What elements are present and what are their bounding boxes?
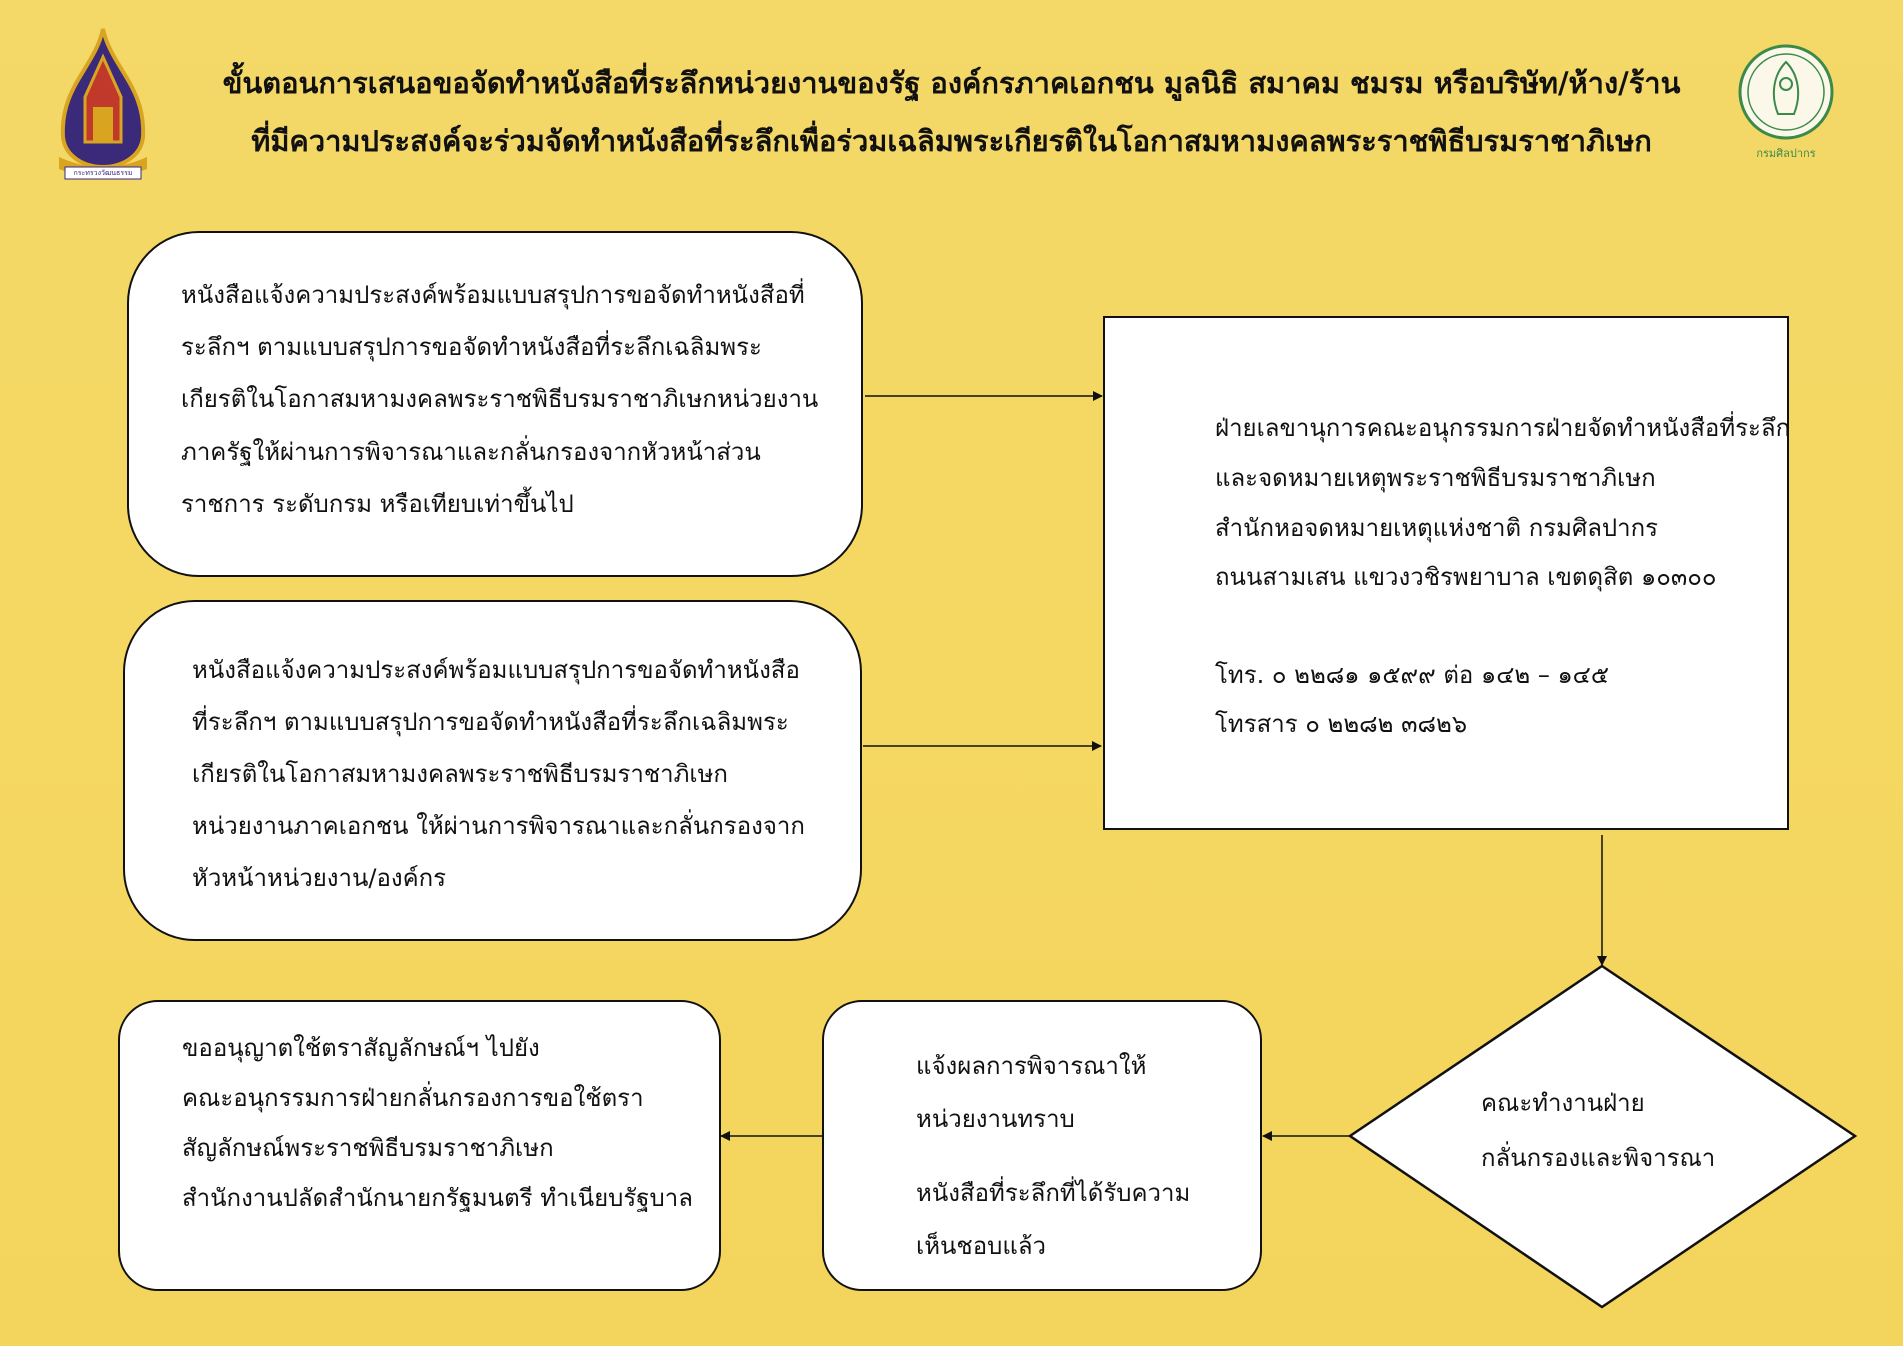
box-text-line: หนังสือที่ระลึกที่ได้รับความ [916,1179,1191,1207]
seal-caption: กรมศิลปากร [1756,147,1816,160]
decision-text-line: กลั่นกรองและพิจารณา [1481,1144,1716,1172]
secretariat-box: ฝ่ายเลขานุการคณะอนุกรรมการฝ่ายจัดทำหนังส… [1103,316,1791,830]
ministry-of-culture-logo: กระทรวงวัฒนธรรม [51,27,155,182]
box-text-line: หน่วยงานทราบ [916,1105,1075,1133]
box-text-line: และจดหมายเหตุพระราชพิธีบรมราชาภิเษก [1215,464,1656,492]
box-text-line: สัญลักษณ์พระราชพิธีบรมราชาภิเษก [182,1134,554,1162]
box-text-line: ขออนุญาตใช้ตราสัญลักษณ์ฯ ไปยัง [182,1034,540,1062]
title-line-1: ขั้นตอนการเสนอขอจัดทำหนังสือที่ระลึกหน่ว… [222,66,1681,100]
box-text-line: แจ้งผลการพิจารณาให้ [916,1052,1147,1080]
emblem-request-box: ขออนุญาตใช้ตราสัญลักษณ์ฯ ไปยัง คณะอนุกรร… [118,1000,721,1291]
box-text-line: สำนักหอจดหมายเหตุแห่งชาติ กรมศิลปากร [1215,514,1659,542]
title-line-2: ที่มีความประสงค์จะร่วมจัดทำหนังสือที่ระล… [251,124,1652,158]
notify-result-box: แจ้งผลการพิจารณาให้ หน่วยงานทราบ หนังสือ… [822,1000,1262,1291]
box-text-line: ถนนสามเสน แขวงวชิรพยาบาล เขตดุสิต ๑๐๓๐๐ [1215,563,1717,591]
box-text-line: ราชการ ระดับกรม หรือเทียบเท่าขึ้นไป [181,490,574,518]
box-text-line: สำนักงานปลัดสำนักนายกรัฐมนตรี ทำเนียบรัฐ… [182,1184,693,1212]
decision-diamond [1347,964,1858,1309]
box-text-line: ระลึกฯ ตามแบบสรุปการขอจัดทำหนังสือที่ระล… [181,333,762,361]
ministry-logo-caption: กระทรวงวัฒนธรรม [73,169,133,177]
fine-arts-department-seal: กรมศิลปากร [1736,44,1836,160]
box-text-line: เห็นชอบแล้ว [916,1232,1047,1260]
private-request-box: หนังสือแจ้งความประสงค์พร้อมแบบสรุปการขอจ… [123,600,862,941]
box-text-line: หนังสือแจ้งความประสงค์พร้อมแบบสรุปการขอจ… [181,281,805,309]
box-text-line: เกียรติในโอกาสมหามงคลพระราชพิธีบรมราชาภิ… [181,385,819,413]
box-text-line: หน่วยงานภาคเอกชน ให้ผ่านการพิจารณาและกลั… [192,812,805,840]
box-text-line: ที่ระลึกฯ ตามแบบสรุปการขอจัดทำหนังสือที่… [192,708,789,736]
box-text-line: ภาครัฐให้ผ่านการพิจารณาและกลั่นกรองจากหั… [181,438,761,466]
fax-number: โทรสาร ๐ ๒๒๘๒ ๓๘๒๖ [1215,710,1468,738]
box-text-line: เกียรติในโอกาสมหามงคลพระราชพิธีบรมราชาภิ… [192,760,728,788]
phone-number: โทร. ๐ ๒๒๘๑ ๑๕๙๙ ต่อ ๑๔๒ – ๑๔๕ [1215,661,1610,689]
government-request-box: หนังสือแจ้งความประสงค์พร้อมแบบสรุปการขอจ… [127,231,863,577]
decision-text-line: คณะทำงานฝ่าย [1481,1089,1645,1117]
box-text-line: หนังสือแจ้งความประสงค์พร้อมแบบสรุปการขอจ… [192,656,800,684]
box-text-line: หัวหน้าหน่วยงาน/องค์กร [192,864,447,892]
box-text-line: คณะอนุกรรมการฝ่ายกลั่นกรองการขอใช้ตรา [182,1084,644,1112]
box-text-line: ฝ่ายเลขานุการคณะอนุกรรมการฝ่ายจัดทำหนังส… [1215,414,1791,442]
